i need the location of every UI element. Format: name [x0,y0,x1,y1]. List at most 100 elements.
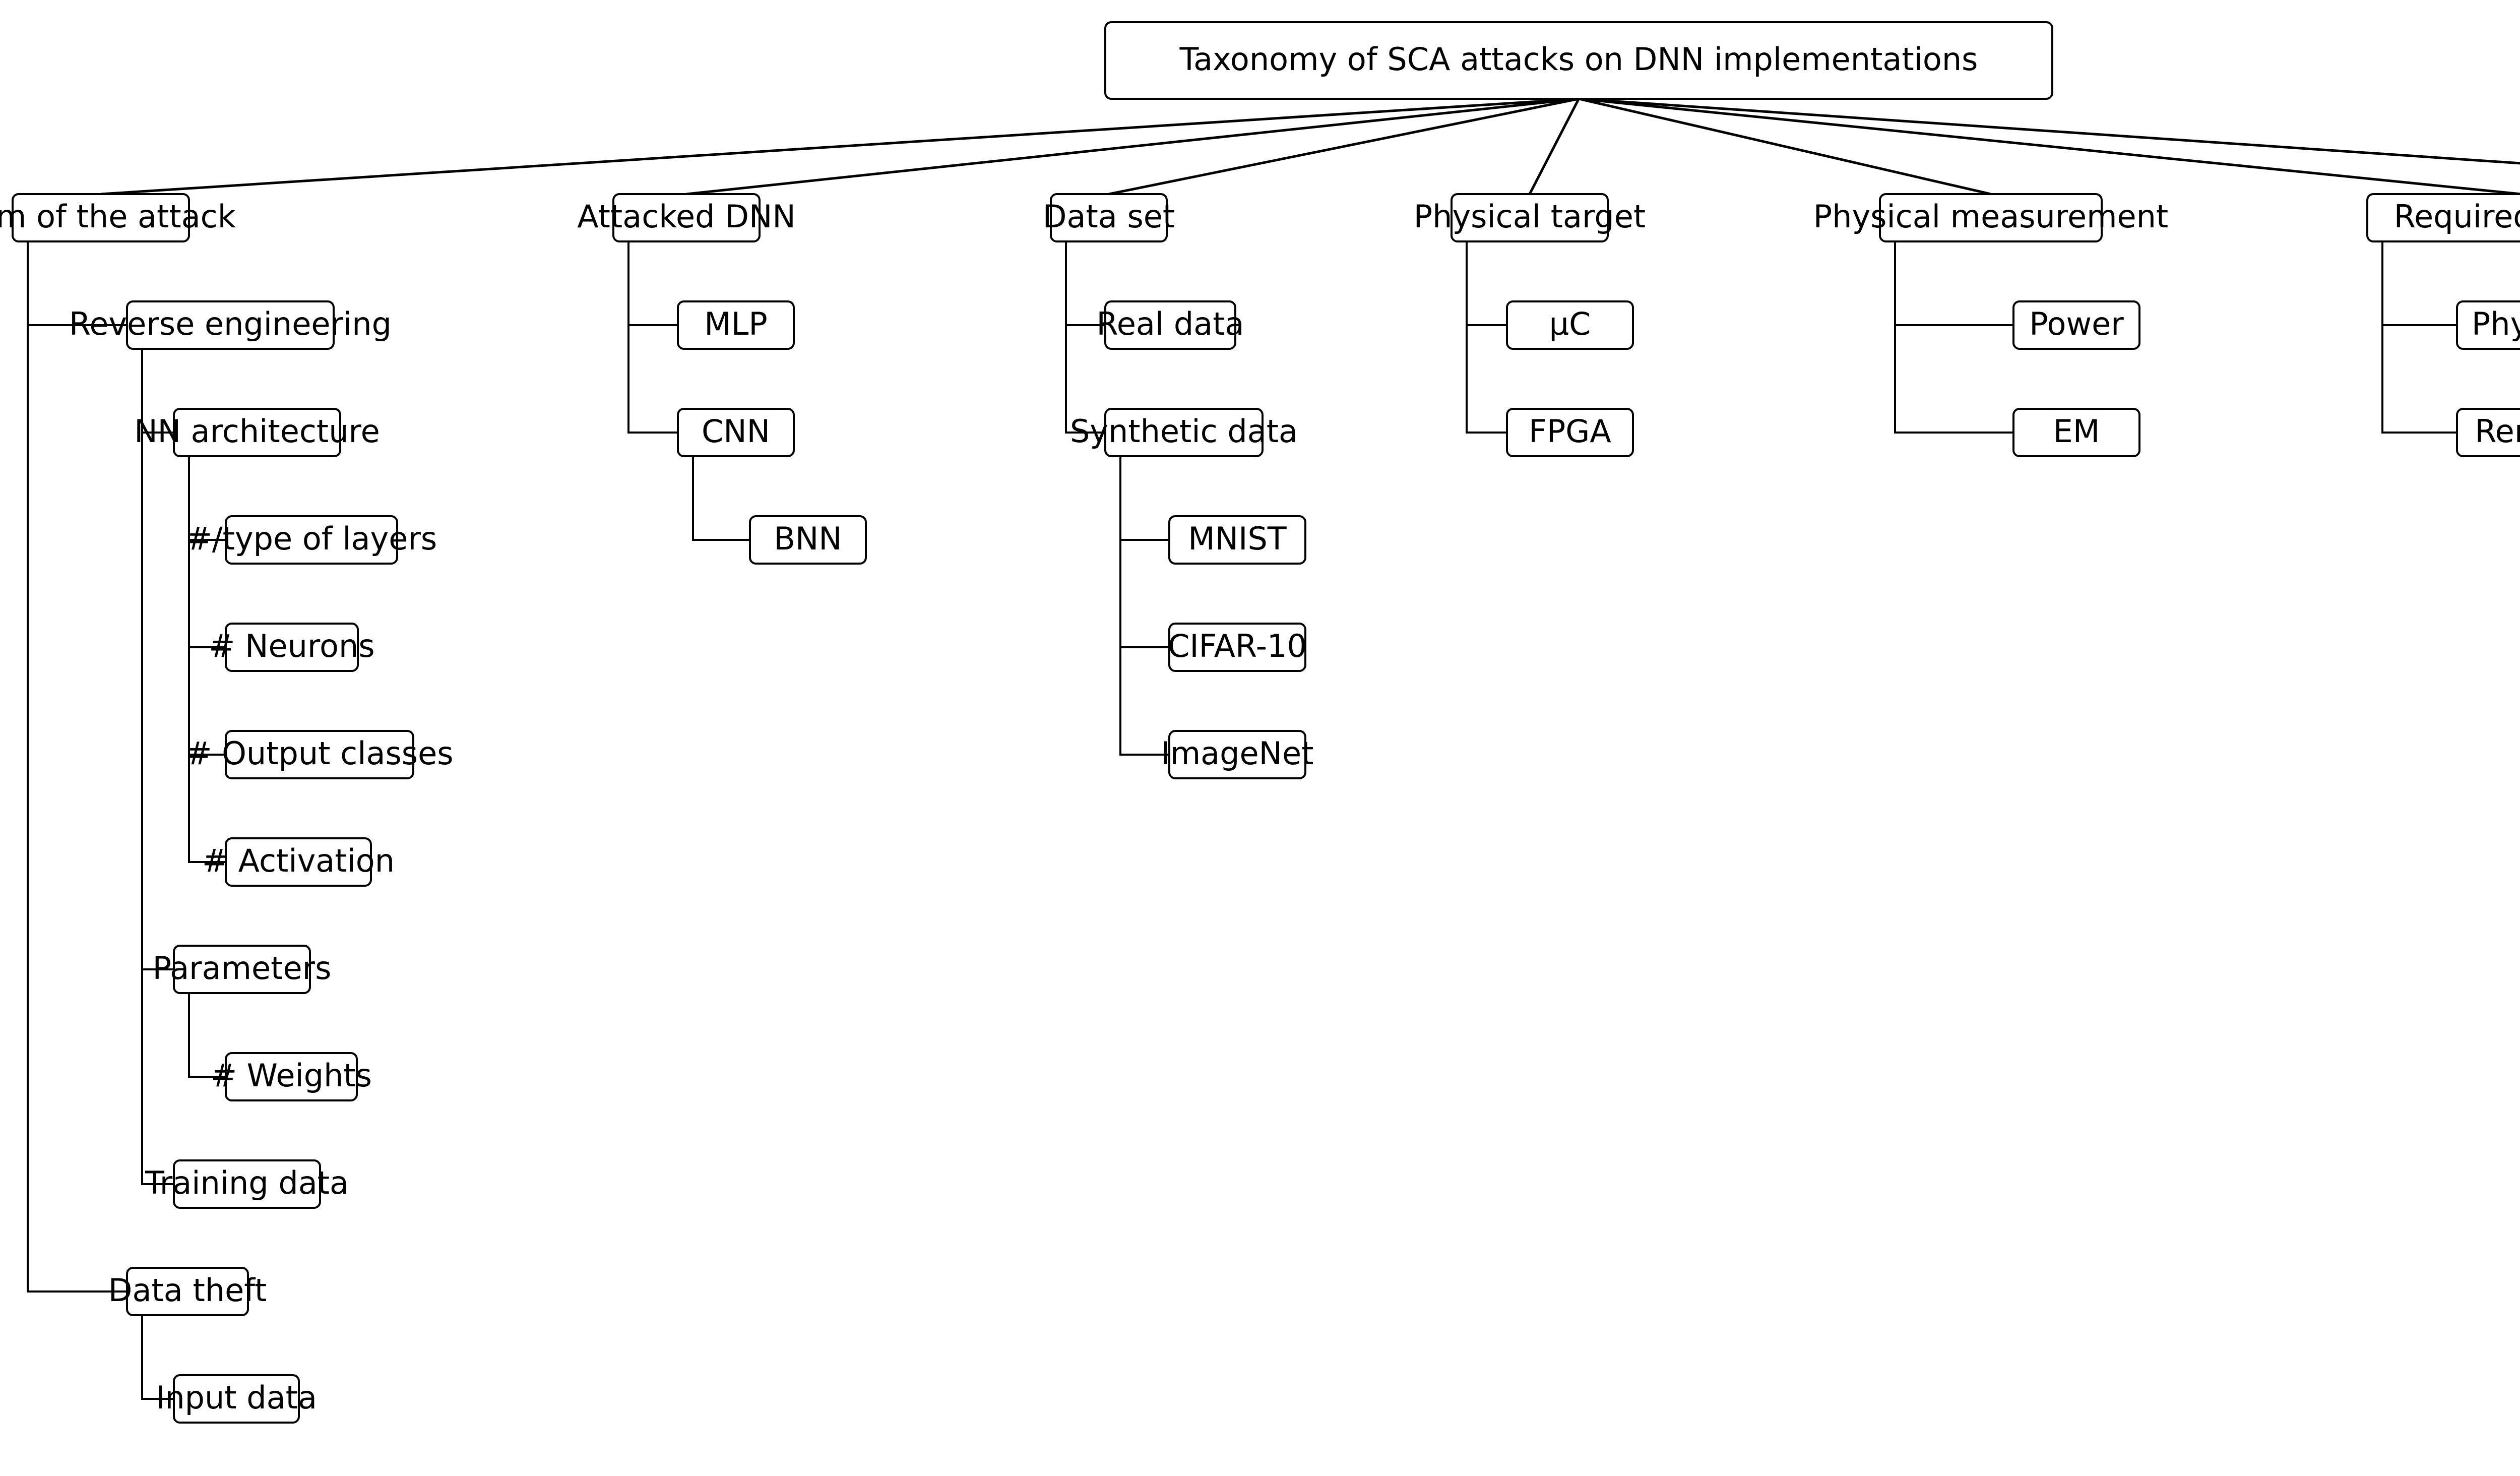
edge-data-set-to-synthetic-data [1065,241,1105,434]
node-physical-target[interactable]: Physical target [1414,193,1646,242]
node-cnn[interactable]: CNN [677,408,795,457]
edge-required-access-to-physical [2381,241,2457,326]
node-training-data[interactable]: Training data [145,1159,349,1209]
node-synthetic-data[interactable]: Synthetic data [1070,408,1298,457]
edge-physical-target-to-fpga [1466,241,1507,434]
node-box-data-set [1050,193,1168,242]
node-label-attacked-dnn: Attacked DNN [577,198,795,235]
edges-layer [27,97,2520,1400]
edge-synthetic-data-to-cifar-10 [1119,456,1169,648]
node-microcontroller[interactable]: µC [1506,300,1634,350]
node-label-physical-measurement: Physical measurement [1813,198,2168,235]
node-required-access[interactable]: Required access [2366,193,2520,242]
node-power[interactable]: Power [2012,300,2140,350]
node-input-data[interactable]: Input data [156,1374,317,1424]
node-mlp[interactable]: MLP [677,300,795,350]
node-box-fpga [1506,408,1634,457]
node-label-em: EM [2053,413,2100,450]
node-label-data-theft: Data theft [108,1272,267,1309]
node-label-type-of-layers: #/type of layers [186,520,437,557]
edge-root-to-required-access [1579,97,2520,196]
node-remote[interactable]: Remote [2456,408,2520,457]
node-box-data-theft [126,1267,249,1316]
node-aim-of-the-attack[interactable]: Aim of the attack [0,193,236,242]
edge-physical-measurement-to-em [1894,241,2013,434]
node-bnn[interactable]: BNN [749,515,867,565]
edge-parameters-to-weights [188,993,226,1078]
node-label-activation: # Activation [202,842,395,879]
node-box-parameters [173,945,311,994]
node-label-power: Power [2029,305,2124,342]
node-label-parameters: Parameters [153,950,332,987]
node-nn-architecture[interactable]: NN architecture [134,408,380,457]
node-real-data[interactable]: Real data [1096,300,1244,350]
node-box-power [2012,300,2140,350]
edge-root-to-aim-of-the-attack [100,97,1579,196]
edge-synthetic-data-to-imagenet [1119,456,1169,756]
edge-root-to-physical-measurement [1578,97,1991,196]
node-label-input-data: Input data [156,1379,317,1416]
edge-synthetic-data-to-mnist [1119,456,1169,541]
edge-root-to-physical-target [1528,98,1580,195]
node-label-reverse-engineering: Reverse engineering [69,305,392,342]
node-label-real-data: Real data [1096,305,1244,342]
node-label-output-classes: # Output classes [185,735,453,772]
node-weights[interactable]: # Weights [211,1052,372,1101]
node-box-aim-of-the-attack [12,193,190,242]
edge-physical-target-to-microcontroller [1466,241,1507,326]
node-box-activation [225,837,372,887]
node-label-imagenet: ImageNet [1161,735,1313,772]
node-label-nn-architecture: NN architecture [134,413,380,450]
node-box-cifar-10 [1168,623,1306,672]
node-label-required-access: Required access [2394,198,2520,235]
node-box-reverse-engineering [126,300,335,350]
node-physical-measurement[interactable]: Physical measurement [1813,193,2168,242]
edge-attacked-dnn-to-cnn [627,241,678,434]
node-box-synthetic-data [1104,408,1264,457]
node-em[interactable]: EM [2012,408,2140,457]
nodes-layer: Taxonomy of SCA attacks on DNN implement… [0,21,2520,1424]
node-fpga[interactable]: FPGA [1506,408,1634,457]
node-imagenet[interactable]: ImageNet [1161,730,1314,779]
node-reverse-engineering[interactable]: Reverse engineering [69,300,392,350]
node-box-cnn [677,408,795,457]
node-data-set[interactable]: Data set [1043,193,1175,242]
node-label-physical-target: Physical target [1414,198,1646,235]
edge-root-to-data-set [1108,97,1579,196]
edge-attacked-dnn-to-mlp [627,241,678,326]
node-mnist[interactable]: MNIST [1168,515,1306,565]
node-box-physical-target [1451,193,1609,242]
edge-root-to-attacked-dnn [686,97,1579,196]
node-root[interactable]: Taxonomy of SCA attacks on DNN implement… [1104,21,2053,100]
node-parameters[interactable]: Parameters [153,945,332,994]
node-label-fpga: FPGA [1529,413,1611,450]
node-label-training-data: Training data [145,1164,349,1201]
node-box-training-data [173,1159,321,1209]
node-label-neurons: # Neurons [209,628,374,664]
node-data-theft[interactable]: Data theft [108,1267,267,1316]
node-output-classes[interactable]: # Output classes [185,730,454,779]
node-label-data-set: Data set [1043,198,1175,235]
node-box-input-data [173,1374,300,1424]
node-box-remote [2456,408,2520,457]
node-box-em [2012,408,2140,457]
node-box-attacked-dnn [612,193,761,242]
node-cifar-10[interactable]: CIFAR-10 [1168,623,1307,672]
node-activation[interactable]: # Activation [202,837,395,887]
node-box-real-data [1104,300,1236,350]
node-physical[interactable]: Physical [2456,300,2520,350]
node-label-synthetic-data: Synthetic data [1070,413,1298,450]
node-neurons[interactable]: # Neurons [209,623,375,672]
node-type-of-layers[interactable]: #/type of layers [186,515,437,565]
node-box-weights [225,1052,358,1101]
node-attacked-dnn[interactable]: Attacked DNN [577,193,796,242]
node-box-neurons [225,623,359,672]
edge-nn-architecture-to-output-classes [188,456,226,756]
node-box-mlp [677,300,795,350]
node-box-bnn [749,515,867,565]
node-box-root [1104,21,2053,100]
node-box-physical [2456,300,2520,350]
edge-nn-architecture-to-activation [188,456,226,863]
